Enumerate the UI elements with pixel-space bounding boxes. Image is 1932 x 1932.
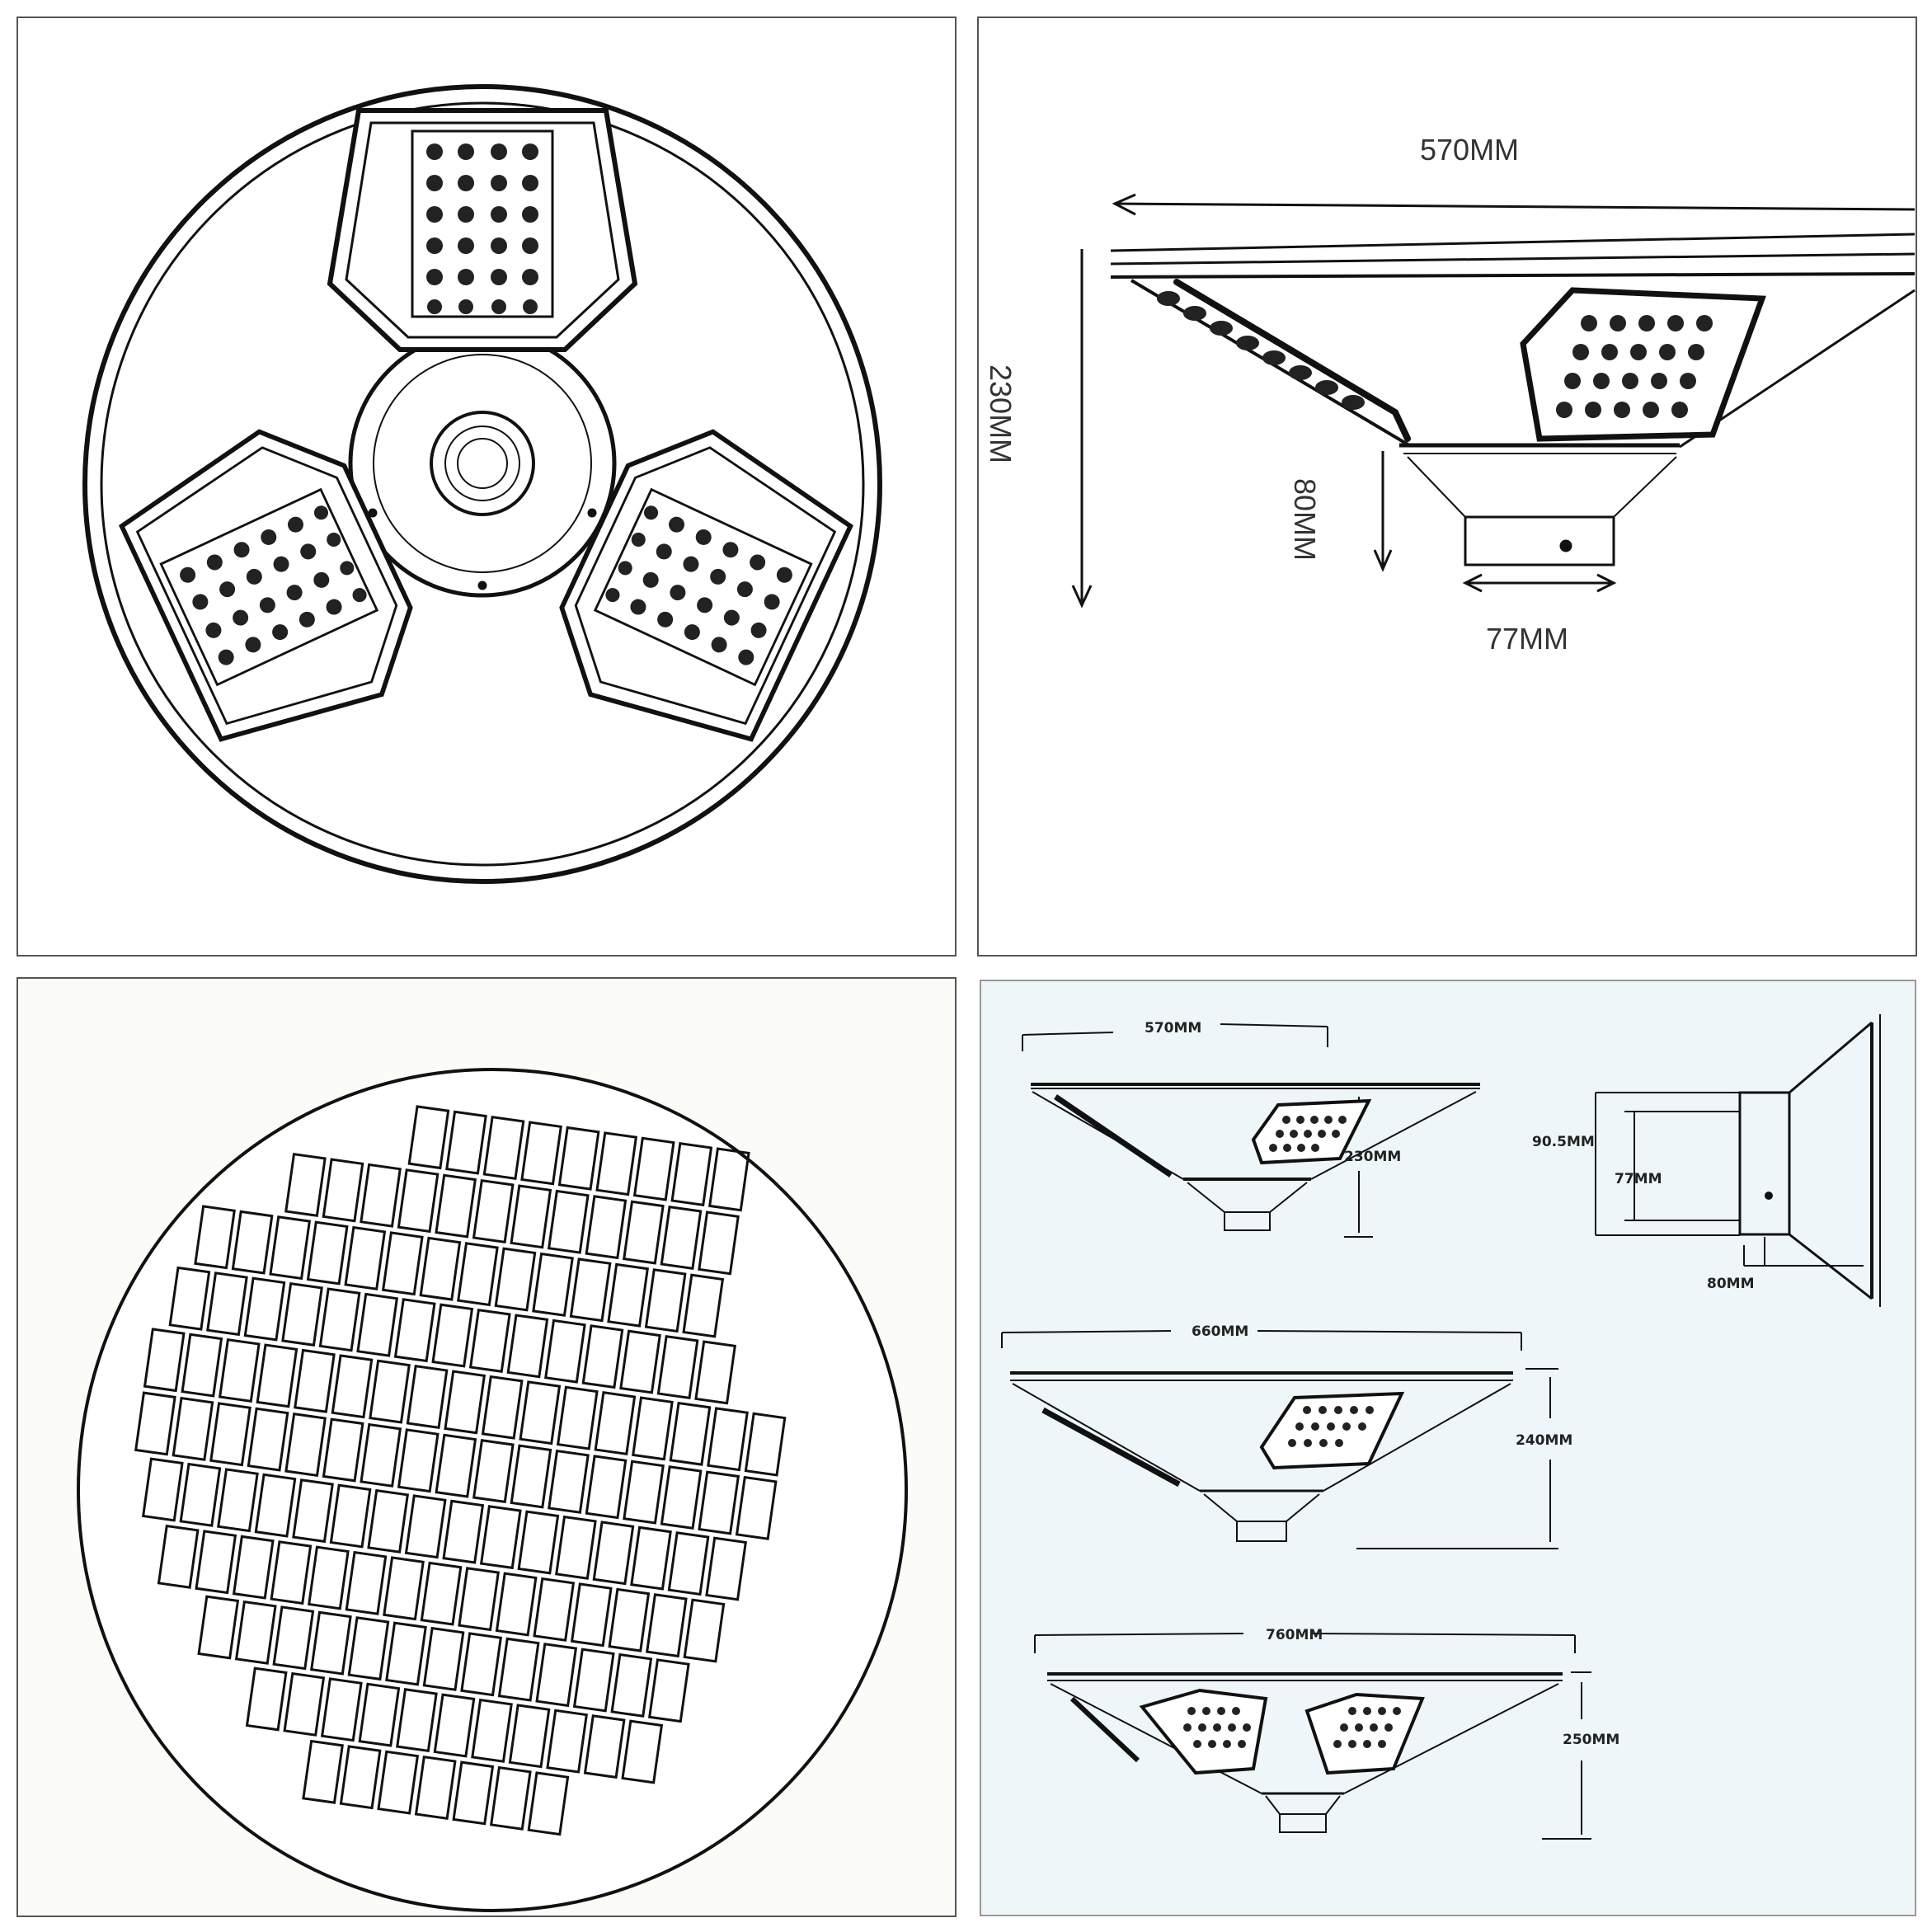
model-b-height: 240MM xyxy=(1516,1432,1572,1449)
mount-dimension-arrow xyxy=(1462,573,1617,593)
top-view-panel xyxy=(16,16,957,957)
right-led-module xyxy=(1520,287,1766,442)
top-view-drawing xyxy=(82,84,882,884)
solar-cell-grid xyxy=(134,1105,787,1836)
model-a-height: 230MM xyxy=(1344,1149,1401,1165)
depth-dimension-arrow xyxy=(1373,451,1393,572)
depth-label: 80MM xyxy=(1288,478,1322,561)
led-module-left xyxy=(110,406,439,764)
left-led-row xyxy=(1157,291,1365,410)
led-module-right xyxy=(534,406,862,764)
spec-sheet-panel: 570MM 230MM 90.5MM 77MM 80MM xyxy=(980,980,1916,1916)
model-c-height: 250MM xyxy=(1563,1732,1619,1748)
side-view-drawing: 570MM 230MM 80MM 77MM xyxy=(984,133,1916,656)
side-view-panel: 570MM 230MM 80MM 77MM xyxy=(977,16,1917,957)
model-a-width: 570MM xyxy=(1145,1020,1201,1037)
solar-panel-drawing xyxy=(77,1068,908,1912)
solar-panel-view xyxy=(16,977,957,1917)
model-b-drawing: 660MM 240MM xyxy=(1001,1323,1572,1549)
bracket-depth: 80MM xyxy=(1707,1276,1755,1292)
bracket-inner: 77MM xyxy=(1615,1171,1662,1187)
bracket-drawing: 90.5MM 77MM 80MM xyxy=(1532,1014,1881,1307)
height-label: 230MM xyxy=(984,364,1018,463)
spec-sheet-drawing: 570MM 230MM 90.5MM 77MM 80MM xyxy=(1001,1014,1881,1840)
model-b-width: 660MM xyxy=(1192,1323,1248,1340)
led-module-top xyxy=(330,110,635,350)
model-a-drawing: 570MM 230MM xyxy=(1022,1020,1480,1238)
width-dimension-arrow xyxy=(1112,193,1916,216)
bracket-outer: 90.5MM xyxy=(1532,1134,1595,1150)
width-label: 570MM xyxy=(1420,133,1519,167)
mount-label: 77MM xyxy=(1486,622,1568,656)
center-hub xyxy=(348,329,617,598)
model-c-width: 760MM xyxy=(1266,1627,1323,1643)
height-dimension-arrow xyxy=(1071,249,1093,609)
model-c-drawing: 760MM 250MM xyxy=(1034,1627,1619,1840)
